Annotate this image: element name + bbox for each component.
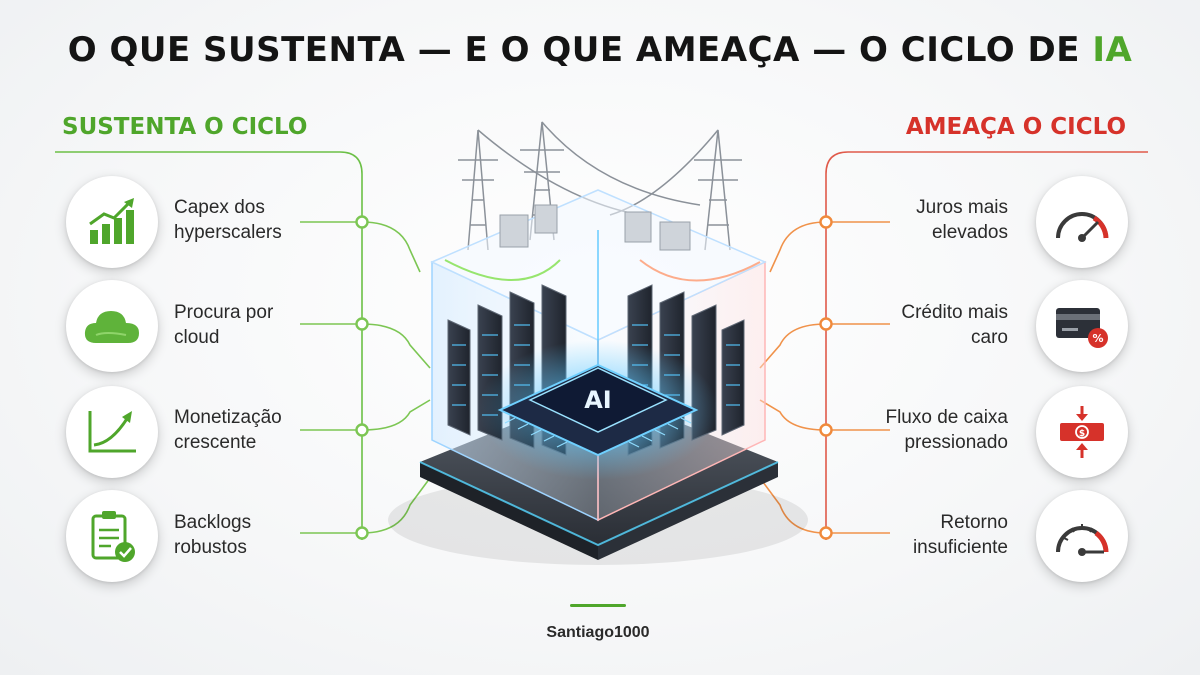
right-section-title: AMEAÇA O CICLO (905, 114, 1126, 140)
speedometer-low-icon (1036, 490, 1128, 582)
cash-compressed-icon: $ (1036, 386, 1128, 478)
brand-label: Santiago1000 (546, 624, 650, 641)
growth-bar-chart-icon (66, 176, 158, 268)
cloud-icon (66, 280, 158, 372)
left-connectors (300, 221, 431, 534)
speedometer-high-icon (1036, 176, 1128, 268)
left-section-title: SUSTENTA O CICLO (62, 114, 308, 140)
left-item-3-label: Monetização crescente (174, 407, 282, 453)
right-connectors (759, 221, 890, 534)
svg-text:%: % (1092, 332, 1103, 345)
data-center-illustration (388, 121, 808, 565)
left-item-2-label: Procura por cloud (174, 302, 274, 348)
brand-divider (570, 604, 626, 607)
ai-chip-label: AI (584, 386, 612, 414)
right-item-3-label: Fluxo de caixa pressionado (885, 407, 1008, 453)
page-title: O QUE SUSTENTA — E O QUE AMEAÇA — O CICL… (0, 30, 1200, 70)
title-highlight: IA (1092, 30, 1133, 70)
right-item-2-label: Crédito mais caro (901, 302, 1008, 348)
title-prefix: O QUE SUSTENTA — E O QUE AMEAÇA — O CICL… (67, 30, 1093, 70)
trend-line-icon (66, 386, 158, 478)
svg-text:$: $ (1079, 429, 1085, 439)
left-item-4-label: Backlogs robustos (174, 512, 252, 558)
credit-card-percent-icon: % (1036, 280, 1128, 372)
left-item-1-label: Capex dos hyperscalers (174, 197, 282, 243)
right-item-1-label: Juros mais elevados (916, 197, 1008, 243)
clipboard-check-icon (66, 490, 158, 582)
right-item-4-label: Retorno insuficiente (912, 512, 1008, 558)
